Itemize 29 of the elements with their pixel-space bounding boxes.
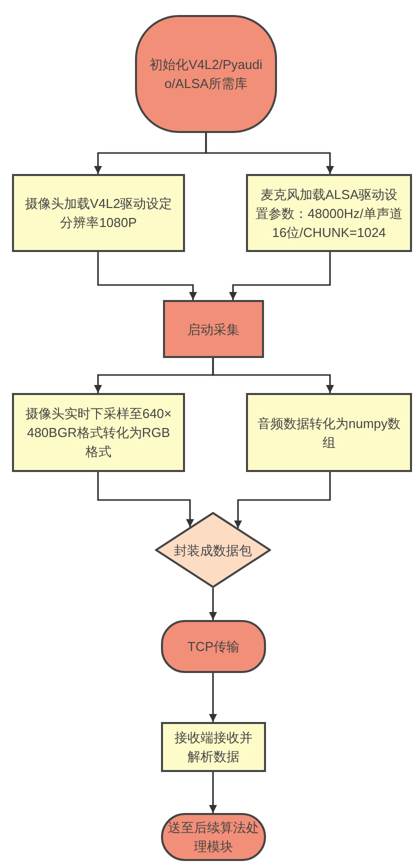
decision-diamond bbox=[155, 512, 271, 588]
node-text: 麦克风加载ALSA驱动设置参数：48000Hz/单声道16位/CHUNK=1024 bbox=[254, 186, 404, 242]
arrow bbox=[97, 252, 197, 300]
process-box bbox=[246, 393, 412, 472]
arrow bbox=[205, 133, 334, 174]
terminal-box bbox=[161, 620, 266, 673]
start-terminal bbox=[135, 15, 277, 133]
arrow bbox=[209, 588, 217, 620]
arrow bbox=[234, 472, 331, 528]
terminal-box bbox=[161, 813, 266, 861]
node-text: 摄像头加载V4L2驱动设定分辨率1080P bbox=[24, 195, 174, 232]
arrow bbox=[97, 472, 194, 528]
node-text: 初始化V4L2/Pyaudio/ALSA所需库 bbox=[148, 56, 264, 93]
process-box bbox=[161, 722, 266, 772]
process-box bbox=[12, 174, 185, 252]
process-box bbox=[246, 174, 412, 252]
node-text: TCP传输 bbox=[186, 638, 240, 656]
node-text: 接收端接收并解析数据 bbox=[174, 729, 254, 766]
process-box bbox=[163, 300, 264, 358]
node-text: 启动采集 bbox=[186, 320, 240, 338]
process-box bbox=[12, 393, 185, 472]
arrow bbox=[229, 252, 331, 300]
arrow bbox=[209, 673, 217, 722]
node-text: 摄像头实时下采样至640×480BGR格式转化为RGB格式 bbox=[24, 405, 173, 461]
arrow bbox=[209, 772, 217, 813]
node-text: 音频数据转化为numpy数组 bbox=[256, 414, 402, 452]
arrow bbox=[212, 358, 334, 393]
node-text: 送至后续算法处理模块 bbox=[167, 819, 260, 856]
node-text: 封装成数据包 bbox=[173, 542, 253, 560]
